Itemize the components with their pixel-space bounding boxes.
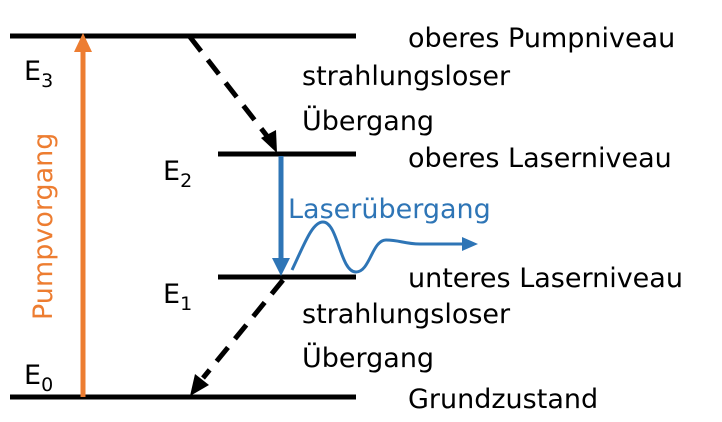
laser-label: Laserübergang — [288, 194, 491, 225]
pump-label: Pumpvorgang — [28, 133, 59, 320]
nonradiative-lower-line2: Übergang — [302, 342, 434, 374]
level-e0-description: Grundzustand — [408, 384, 598, 415]
nonradiative-upper-arrow — [188, 35, 269, 138]
level-e1-symbol: E1 — [163, 279, 192, 315]
nonradiative-upper-arrow-head — [261, 130, 277, 153]
level-e2-symbol: E2 — [163, 156, 192, 192]
photon-wave — [290, 220, 462, 274]
nonradiative-upper-line1: strahlungsloser — [302, 61, 511, 92]
nonradiative-upper-line2: Übergang — [302, 105, 434, 137]
nonradiative-lower-line1: strahlungsloser — [302, 299, 511, 330]
level-e0-symbol: E0 — [24, 360, 53, 396]
pump-arrow-head — [74, 33, 92, 52]
nonradiative-lower-arrow — [201, 278, 285, 380]
photon-arrow-head — [462, 237, 478, 251]
laser-arrow-head — [272, 258, 290, 276]
level-e3-description: oberes Pumpniveau — [408, 23, 675, 54]
nonradiative-lower-arrow-head — [190, 374, 209, 396]
level-e2-description: oberes Laserniveau — [408, 143, 672, 174]
level-e1-description: unteres Laserniveau — [408, 263, 683, 294]
level-e3-symbol: E3 — [24, 56, 53, 92]
